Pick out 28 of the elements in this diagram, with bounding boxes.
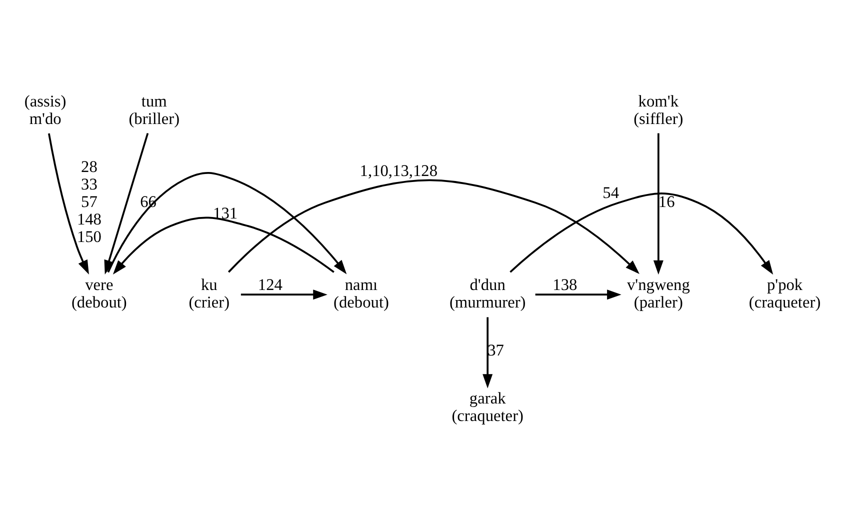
arrow	[228, 179, 640, 274]
node-text: garak (craqueter)	[452, 388, 524, 426]
edge-label: 124	[258, 275, 282, 294]
arrow	[653, 133, 664, 275]
arrow	[240, 290, 328, 300]
node-text: (assis) m'do	[24, 91, 66, 128]
node-text: ku (crier)	[188, 275, 230, 312]
node-text: d'dun (murmurer)	[449, 275, 526, 312]
arrow	[107, 172, 347, 274]
node-text: kom'k (siffler)	[634, 91, 684, 128]
node-text: v'ngweng (parler)	[626, 275, 690, 312]
edge-label: 138	[552, 275, 578, 294]
edge-label: 1,10,13,128	[360, 160, 438, 180]
edge-label: 37	[488, 340, 504, 360]
node-text: vere (debout)	[71, 275, 127, 312]
arrow	[112, 216, 334, 275]
edge-label: 16	[658, 192, 675, 212]
arrow	[104, 132, 149, 275]
node-text: p'pok (craqueter)	[748, 275, 821, 312]
edge-label: 131	[213, 204, 238, 223]
arrow	[48, 133, 89, 274]
node-text: namı (debout)	[334, 275, 389, 312]
edge-label: 28 33 57 148 150	[76, 156, 102, 246]
node-text: tum (briller)	[128, 91, 180, 128]
edge-label: 54	[602, 183, 620, 202]
arrow	[510, 192, 774, 275]
arrow	[535, 290, 622, 300]
arrow	[482, 317, 493, 388]
